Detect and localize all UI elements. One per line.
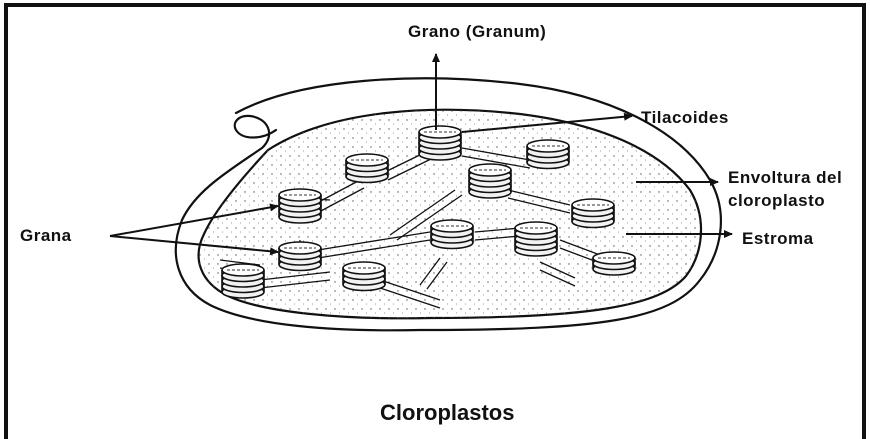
granum-stack (469, 164, 511, 198)
granum-stack (527, 140, 569, 169)
label-thylakoids: Tilacoides (641, 108, 729, 127)
granum-stack (343, 262, 385, 291)
label-envelope-line1: Envoltura del (728, 168, 842, 187)
granum-stack (515, 222, 557, 256)
granum-stack (279, 189, 321, 223)
label-grana: Grana (20, 226, 72, 245)
label-envelope-line2: cloroplasto (728, 191, 825, 210)
granum-stack (593, 252, 635, 275)
granum-stack (222, 264, 264, 298)
granum-stack (419, 126, 461, 160)
granum-stack (346, 154, 388, 183)
label-granum: Grano (Granum) (408, 22, 546, 41)
granum-stack (279, 242, 321, 271)
label-stroma: Estroma (742, 229, 814, 248)
granum-stack (572, 199, 614, 228)
figure-title: Cloroplastos (380, 400, 514, 425)
granum-stack (431, 220, 473, 249)
